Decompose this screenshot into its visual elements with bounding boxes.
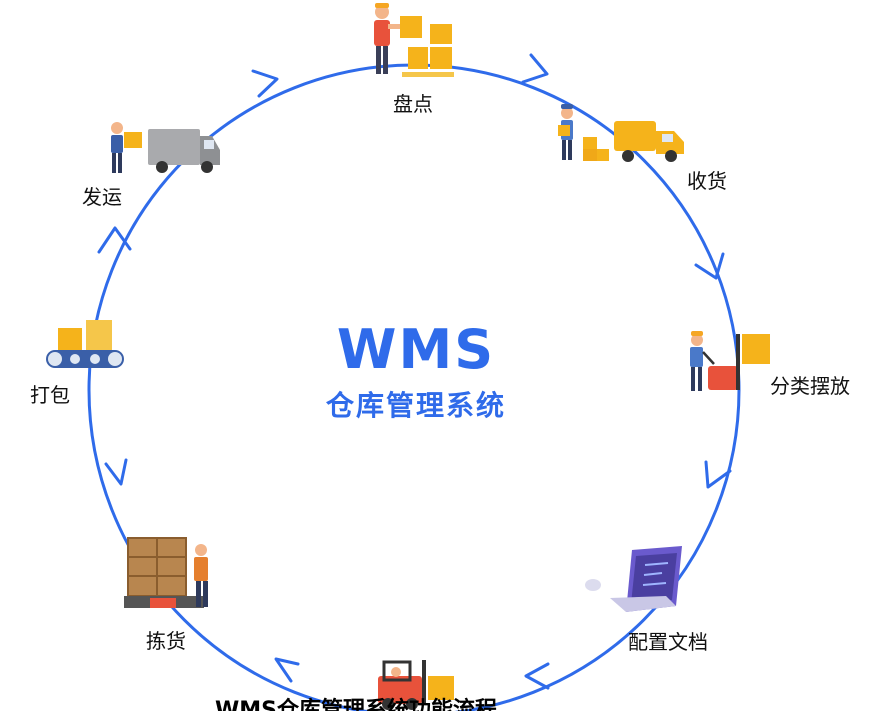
arrow-icon <box>524 662 550 690</box>
worker-with-delivery-truck-icon <box>558 104 684 162</box>
diagram-title: WMS <box>336 318 496 381</box>
step-label-sorting: 分类摆放 <box>770 374 850 398</box>
step-label-packing: 打包 <box>30 383 70 407</box>
worker-stacking-boxes-icon <box>374 3 454 77</box>
arrow-icon <box>251 69 279 98</box>
step-label-shipping: 发运 <box>82 185 122 209</box>
laptop-with-mouse-icon <box>585 546 682 612</box>
step-label-stocktake: 盘点 <box>393 92 433 116</box>
diagram-subtitle: 仓库管理系统 <box>325 389 506 422</box>
conveyor-with-boxes-icon <box>46 320 124 368</box>
direction-arrows <box>97 53 732 690</box>
arrow-icon <box>704 460 732 489</box>
arrow-icon <box>97 226 132 254</box>
arrow-icon <box>274 657 300 683</box>
bottom-caption: WMS仓库管理系统功能流程 <box>215 698 498 711</box>
arrow-icon <box>521 53 549 84</box>
picker-with-shelves-icon <box>124 537 208 608</box>
worker-with-pallet-jack-icon <box>690 331 770 391</box>
step-label-config-docs: 配置文档 <box>628 630 708 654</box>
forklift-icon <box>378 660 454 710</box>
step-label-receiving: 收货 <box>687 169 727 193</box>
arrow-icon <box>694 252 725 280</box>
arrow-icon <box>104 458 128 486</box>
worker-with-van-icon <box>111 122 220 173</box>
step-label-picking: 拣货 <box>146 629 186 653</box>
